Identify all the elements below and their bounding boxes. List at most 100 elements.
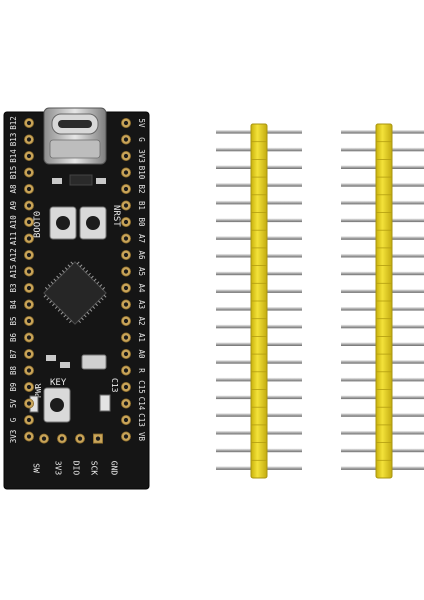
pin-label: B7 (9, 349, 18, 358)
pin-pad (23, 431, 34, 442)
usb-c-connector (43, 107, 107, 165)
pin-label: B12 (9, 116, 18, 130)
smd-component (60, 362, 70, 368)
pin-pad (121, 118, 132, 129)
pin-pad (23, 365, 34, 376)
header-plastic (375, 123, 393, 479)
pin-label: A7 (137, 234, 146, 243)
pin-pad (121, 414, 132, 425)
pin-pad (121, 299, 132, 310)
pin-label: C15 (137, 380, 146, 394)
pin-label: B8 (9, 366, 18, 376)
pin-pad (23, 332, 34, 343)
swd-label: SCK (90, 461, 99, 476)
pin-pad (23, 118, 34, 129)
key-button (43, 387, 71, 423)
swd-pad (75, 433, 86, 444)
pin-label: B2 (137, 184, 146, 193)
pin-pad (121, 216, 132, 227)
pin-label: 3V3 (9, 430, 18, 444)
pin-pad (23, 348, 34, 359)
swd-pad (93, 433, 104, 444)
pin-label: VB (137, 432, 146, 442)
crystal (81, 354, 107, 370)
pin-label: B5 (9, 316, 18, 325)
pin-label: 5V (137, 118, 146, 128)
pin-pad (121, 332, 132, 343)
swd-header (39, 433, 104, 444)
pin-label: G (137, 137, 146, 142)
c13-label: C13 (110, 378, 119, 393)
pin-label: A8 (9, 184, 18, 194)
pin-label: B0 (137, 217, 146, 227)
pin-pad (121, 431, 132, 442)
pin-pad (121, 150, 132, 161)
pin-pad (121, 167, 132, 178)
regulator-chip (69, 174, 93, 186)
pin-label: B6 (9, 333, 18, 343)
pin-label: B13 (9, 133, 18, 147)
pin-pad (23, 414, 34, 425)
pin-pad (23, 216, 34, 227)
pin-pad (23, 233, 34, 244)
swd-label: DIO (72, 461, 81, 476)
pin-label: C14 (137, 397, 146, 411)
pin-pad (23, 183, 34, 194)
swd-label: GND (110, 461, 119, 476)
pin-label: B1 (137, 201, 146, 210)
pin-pad (121, 183, 132, 194)
pin-pad (121, 315, 132, 326)
swd-label: SW (32, 463, 41, 473)
pin-label: R (137, 368, 146, 373)
pin-pad (23, 398, 34, 409)
right-pin-labels: 5VG3V3B10B2B1B0A7A6A5A4A3A2A1A0RC15C14C1… (137, 118, 146, 441)
pin-pad (23, 249, 34, 260)
pin-pad (121, 233, 132, 244)
pin-label: A3 (137, 300, 146, 309)
pin-pad (121, 266, 132, 277)
pin-pad (121, 348, 132, 359)
swd-labels: SW 3V3 DIO SCK GND (32, 461, 119, 476)
left-pin-column (23, 118, 34, 442)
pin-pad (23, 200, 34, 211)
pin-header-strip-left (216, 123, 302, 479)
pin-pad (23, 134, 34, 145)
pin-label: A5 (137, 267, 146, 276)
pin-label: A0 (137, 349, 146, 359)
pin-label: A11 (9, 232, 18, 246)
mcu-chip (43, 261, 107, 325)
pin-label: C13 (137, 413, 146, 427)
pin-label: A2 (137, 316, 146, 325)
pin-pad (23, 299, 34, 310)
pin-pad (121, 381, 132, 392)
boot0-label: BOOT0 (33, 211, 43, 238)
pin-pad (23, 282, 34, 293)
pin-pad (121, 134, 132, 145)
pin-pad (23, 167, 34, 178)
smd-component (46, 355, 56, 361)
right-pin-column (121, 118, 132, 442)
swd-label: 3V3 (54, 461, 63, 476)
pin-pad (121, 398, 132, 409)
pin-label: A9 (9, 201, 18, 210)
pin-label: A6 (137, 250, 146, 260)
pin-label: B14 (9, 149, 18, 163)
swd-pad (57, 433, 68, 444)
pin-label: A4 (137, 283, 146, 293)
nrst-label: NRST (111, 205, 121, 227)
led (99, 394, 111, 412)
pin-pad (121, 282, 132, 293)
pin-header-strip-right (341, 123, 424, 479)
pin-pad (23, 315, 34, 326)
pin-label: B3 (9, 283, 18, 292)
pin-pad (23, 150, 34, 161)
pin-label: B9 (9, 382, 18, 391)
boot0-button (49, 206, 77, 240)
pin-pad (23, 266, 34, 277)
pin-pad (121, 249, 132, 260)
pin-label: A1 (137, 333, 146, 342)
left-pin-labels: B12B13B14B15A8A9A10A11A12A15B3B4B5B6B7B8… (9, 116, 18, 443)
pin-pad (121, 365, 132, 376)
